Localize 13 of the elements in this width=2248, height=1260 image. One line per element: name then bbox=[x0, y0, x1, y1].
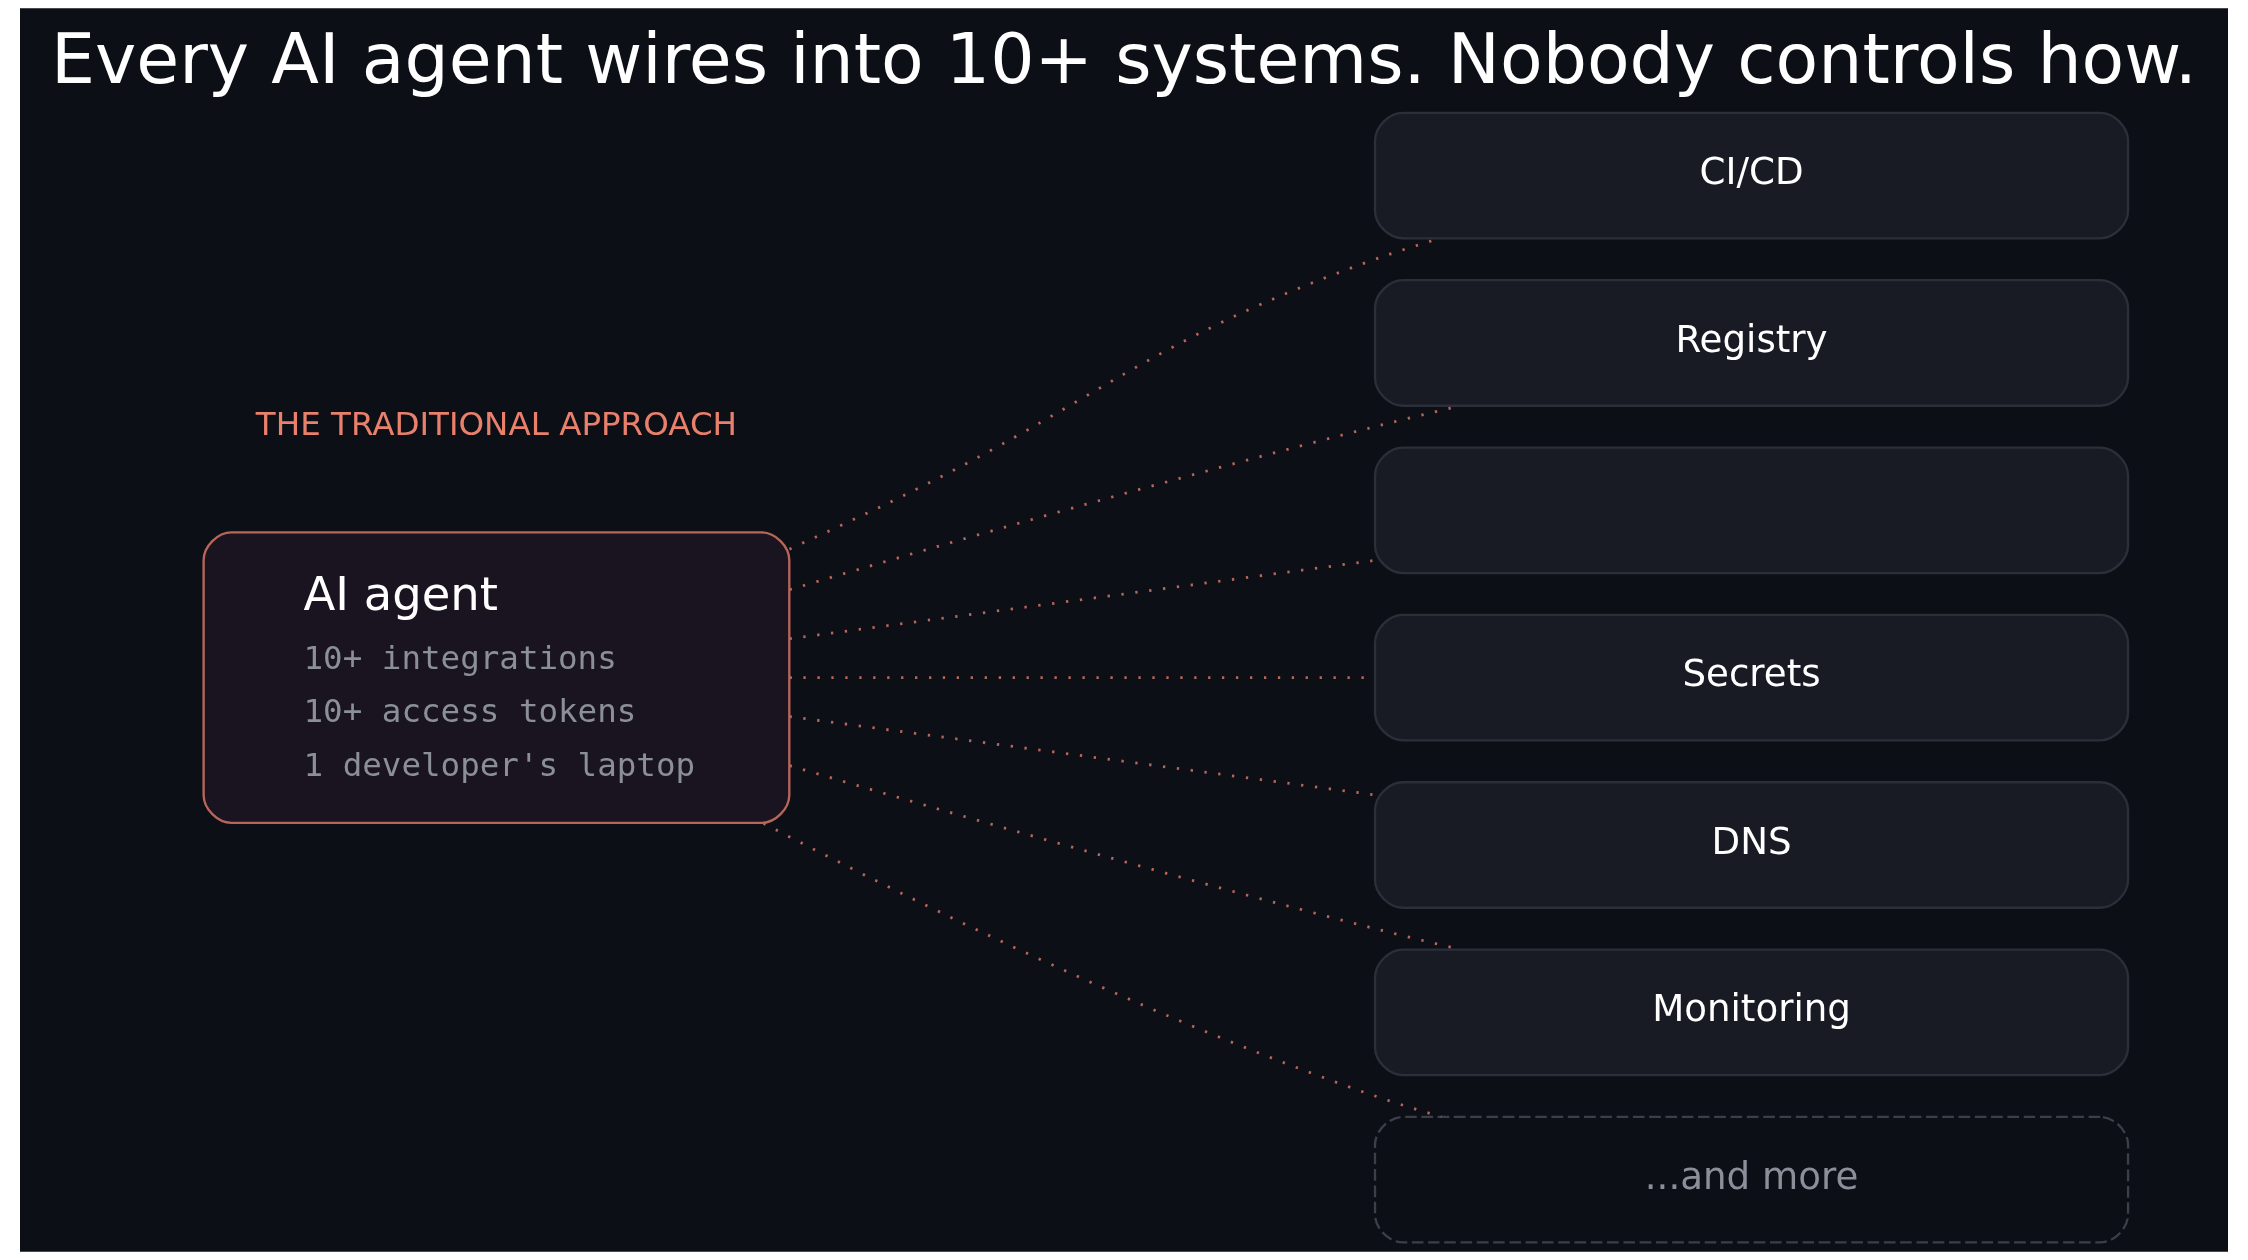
diagram-title: Every AI agent wires into 10+ systems. Nobody controls how. bbox=[50, 17, 2198, 99]
connector bbox=[789, 559, 1375, 641]
node-box bbox=[1373, 446, 2130, 575]
node-box: Monitoring bbox=[1373, 948, 2130, 1077]
node-box: Secrets bbox=[1373, 613, 2130, 742]
node-box: ...and more bbox=[1373, 1115, 2130, 1244]
node-box: AI agent 10+ integrations 10+ access tokens 1 developer's laptop bbox=[202, 531, 791, 825]
node-box: Registry bbox=[1373, 279, 2130, 407]
node-box: DNS bbox=[1373, 781, 2130, 909]
label: THE TRADITIONAL APPROACH bbox=[255, 405, 738, 444]
connector bbox=[762, 822, 1442, 1119]
node-box: CI/CD bbox=[1373, 111, 2130, 240]
connector bbox=[789, 715, 1375, 797]
